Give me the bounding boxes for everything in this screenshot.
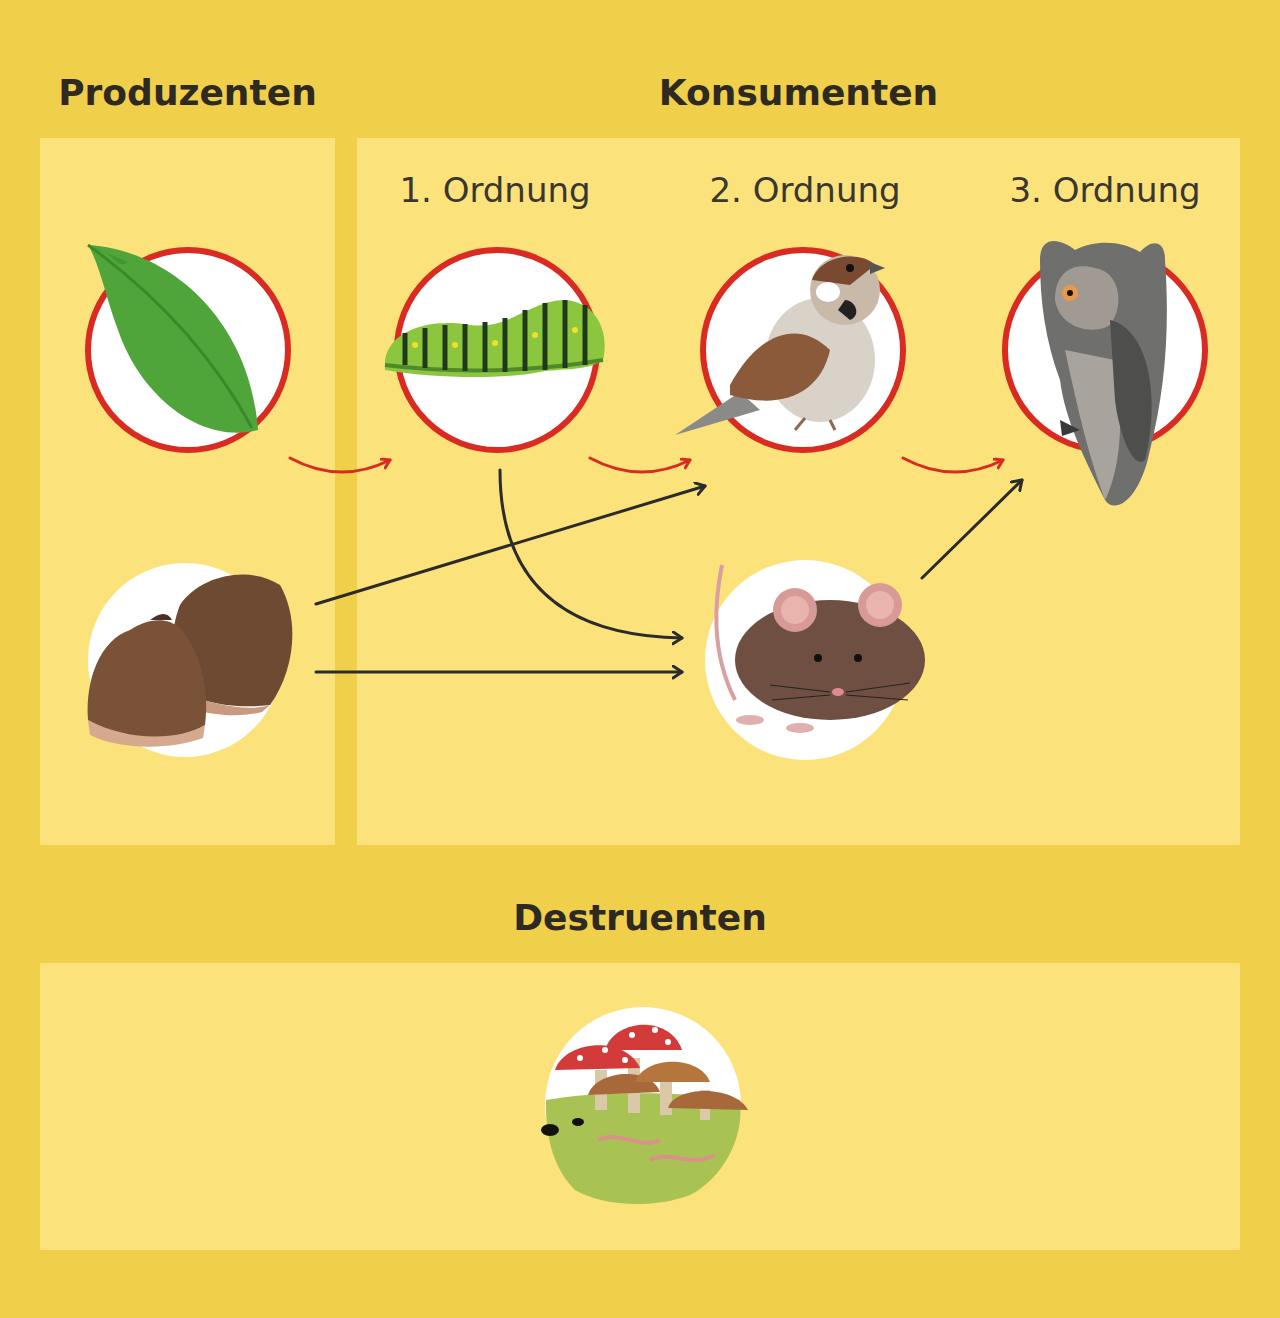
panel-heading: Produzenten	[40, 72, 335, 113]
group-panel: Konsumenten	[357, 138, 1240, 845]
group-panel: Produzenten	[40, 138, 335, 845]
trophic-level-label: 3. Ordnung	[1009, 170, 1200, 210]
trophic-level-label: 1. Ordnung	[399, 170, 590, 210]
panel-heading: Destruenten	[40, 897, 1240, 938]
trophic-level-label: 2. Ordnung	[709, 170, 900, 210]
panel-heading: Konsumenten	[357, 72, 1240, 113]
group-panel: Destruenten	[40, 963, 1240, 1250]
